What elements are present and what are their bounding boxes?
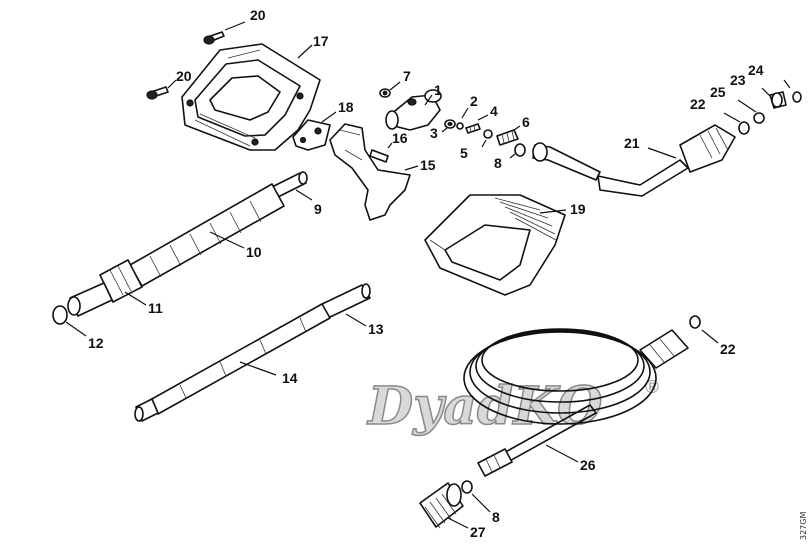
o-ring-part-25 [753, 112, 765, 124]
screw-part-7 [379, 88, 391, 98]
screw-part-20-top [203, 31, 225, 45]
part-label-3: 3 [430, 125, 438, 141]
part-label-8-valve: 8 [494, 155, 502, 171]
coupler-part-27 [419, 482, 464, 529]
part-label-20-left: 20 [176, 68, 192, 84]
part-label-22-upper: 22 [690, 96, 706, 112]
o-ring-part-22-lower [689, 315, 701, 329]
part-label-20-top: 20 [250, 7, 266, 23]
lance-grip-part-10 [129, 183, 285, 287]
nozzle-part-23 [769, 91, 787, 109]
o-ring-part-22-upper [738, 121, 750, 135]
part-label-17: 17 [313, 33, 329, 49]
spring-part-6 [496, 129, 519, 146]
latch-part-18 [292, 119, 331, 151]
washer-part-5 [483, 129, 493, 139]
part-label-24: 24 [748, 62, 764, 78]
trigger-lever-part-15 [329, 123, 411, 221]
extension-pipe-part-13 [319, 283, 371, 319]
ring-part-3 [444, 119, 456, 129]
part-label-18: 18 [338, 99, 354, 115]
part-label-14: 14 [282, 370, 298, 386]
hose-part-26 [463, 328, 689, 477]
valve-body-part-1 [385, 89, 442, 131]
screw-part-20-left [146, 86, 169, 100]
ball-part-2 [456, 122, 464, 130]
part-label-4: 4 [490, 103, 498, 119]
o-ring-part-8-hose [461, 480, 473, 494]
drawing-code: 327GM [799, 512, 808, 540]
watermark-registered-mark: ® [643, 377, 661, 398]
part-label-22-lower: 22 [720, 341, 736, 357]
part-label-21: 21 [624, 135, 640, 151]
o-ring-part-24 [792, 91, 802, 103]
lance-tube-part-21 [532, 124, 736, 197]
part-label-13: 13 [368, 321, 384, 337]
coupling-nut-part-11 [67, 259, 143, 317]
part-label-10: 10 [246, 244, 262, 260]
spring-part-4 [465, 123, 481, 134]
part-number-labels: 20 17 20 7 1 18 2 4 3 6 16 5 8 15 24 23 … [88, 7, 764, 540]
pin-part-16 [369, 149, 389, 163]
part-label-1: 1 [434, 82, 442, 98]
part-label-23: 23 [730, 72, 746, 88]
part-label-15: 15 [420, 157, 436, 173]
part-label-12: 12 [88, 335, 104, 351]
part-label-5: 5 [460, 145, 468, 161]
o-ring-part-12 [52, 305, 68, 325]
part-label-11: 11 [148, 300, 163, 316]
part-label-9: 9 [314, 201, 322, 217]
part-label-16: 16 [392, 130, 408, 146]
part-label-27: 27 [470, 524, 486, 540]
part-label-19: 19 [570, 201, 586, 217]
o-ring-part-8-valve [514, 143, 526, 157]
part-label-7: 7 [403, 68, 411, 84]
housing-half-part-17 [181, 43, 321, 151]
leader-lines [65, 21, 791, 529]
extension-grip-part-14 [134, 303, 331, 422]
part-label-2: 2 [470, 93, 478, 109]
part-label-8-hose: 8 [492, 509, 500, 525]
part-label-26: 26 [580, 457, 596, 473]
part-label-25: 25 [710, 84, 726, 100]
part-label-6: 6 [522, 114, 530, 130]
trigger-housing-part-19 [424, 194, 566, 296]
